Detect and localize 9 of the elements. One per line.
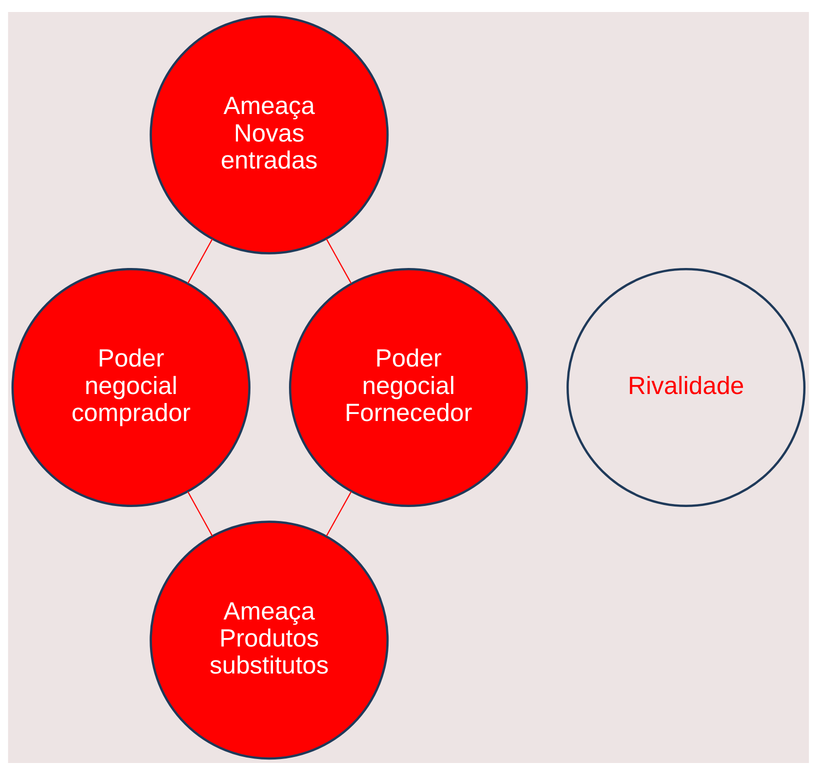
connector	[187, 238, 213, 284]
connector	[326, 238, 352, 284]
node-circle: Ameaça Produtos substitutos	[150, 520, 389, 760]
node-circle: Rivalidade	[566, 268, 806, 507]
node-circle: Poder negocial Fornecedor	[289, 268, 528, 507]
node-circle: Ameaça Novas entradas	[150, 15, 389, 254]
connector	[187, 491, 213, 536]
connector	[326, 491, 352, 536]
node-circle: Poder negocial comprador	[11, 268, 250, 507]
